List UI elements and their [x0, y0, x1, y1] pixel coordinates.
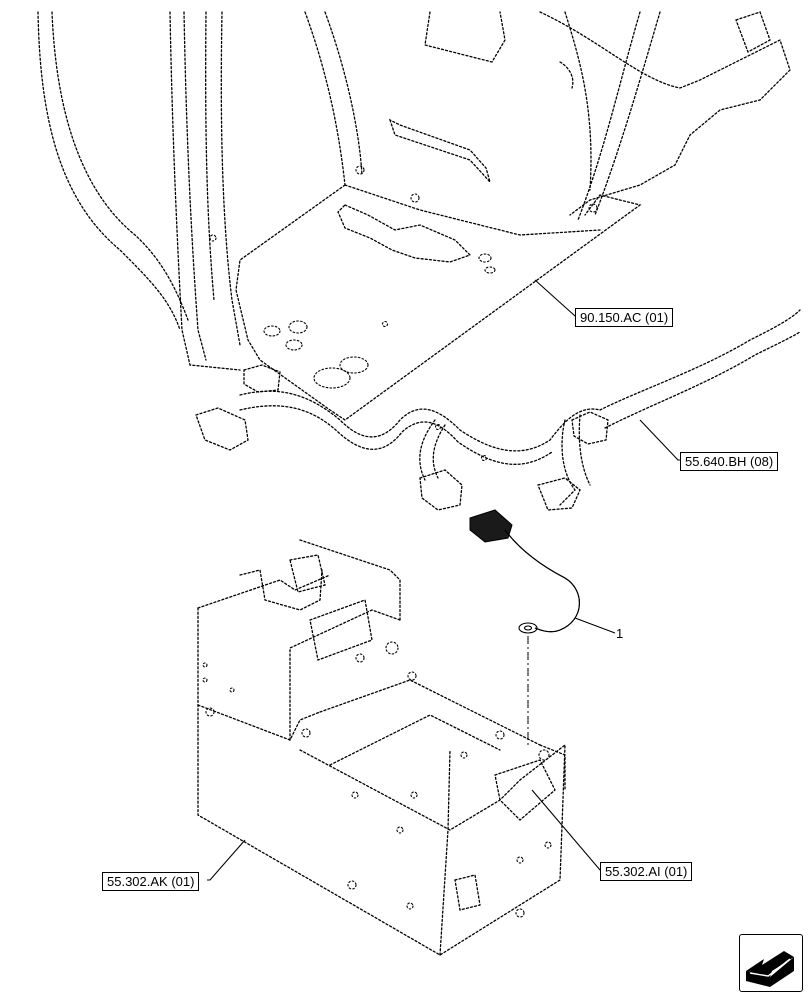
callout-90-150-ac[interactable]: 90.150.AC (01) — [575, 308, 674, 327]
cab-pillar — [37, 11, 241, 371]
item-number-1: 1 — [616, 626, 624, 641]
view-orientation-arrow-icon[interactable] — [739, 934, 803, 992]
cab-shroud — [304, 11, 791, 221]
wiring-harness — [195, 309, 801, 511]
battery-box — [197, 539, 566, 956]
floor-plate — [209, 165, 642, 421]
callout-55-640-bh[interactable]: 55.640.BH (08) — [680, 452, 779, 471]
arrow-icon — [746, 951, 794, 987]
callout-55-302-ai[interactable]: 55.302.AI (01) — [600, 862, 693, 881]
ground-cable — [469, 509, 580, 748]
callout-55-302-ak[interactable]: 55.302.AK (01) — [102, 872, 200, 891]
